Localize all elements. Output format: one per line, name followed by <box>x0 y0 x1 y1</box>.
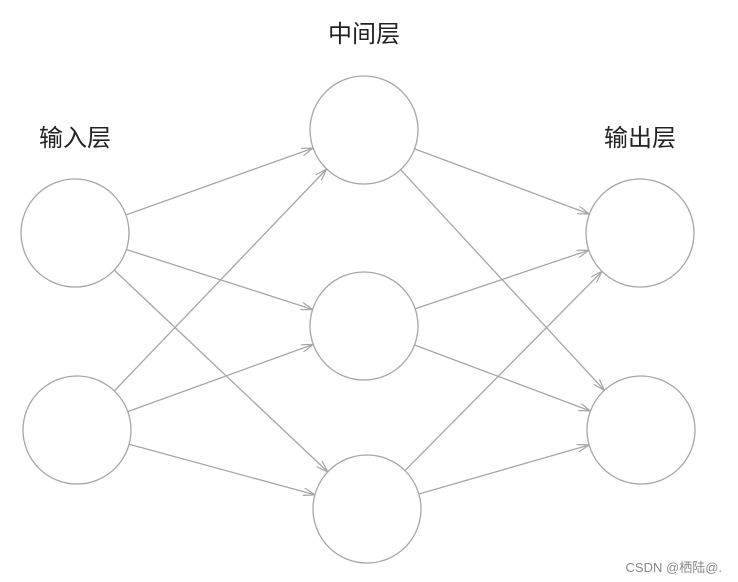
edge-hidden3-to-output2 <box>418 445 589 495</box>
input-layer-label: 输入层 <box>39 124 111 152</box>
output-layer-label: 输出层 <box>604 124 676 152</box>
edge-input2-to-hidden1 <box>113 169 326 392</box>
connections <box>113 148 604 495</box>
hidden-node-1 <box>309 75 419 185</box>
edge-hidden2-to-output1 <box>414 249 589 310</box>
watermark: CSDN @栖陆@. <box>626 560 722 575</box>
edge-input2-to-hidden2 <box>127 344 313 413</box>
neurons <box>20 75 696 564</box>
edge-input1-to-hidden1 <box>125 148 313 216</box>
output-node-1 <box>585 178 695 288</box>
hidden-layer-label: 中间层 <box>328 20 400 48</box>
edge-input2-to-hidden3 <box>128 443 315 495</box>
hidden-node-3 <box>312 454 422 564</box>
edge-input1-to-hidden3 <box>113 269 328 472</box>
input-node-1 <box>20 178 130 288</box>
input-node-2 <box>22 375 132 485</box>
edge-hidden3-to-output1 <box>404 271 602 472</box>
hidden-node-2 <box>309 271 419 381</box>
edge-hidden2-to-output2 <box>414 344 591 411</box>
edge-input1-to-hidden2 <box>126 248 312 310</box>
edge-hidden1-to-output1 <box>414 148 590 214</box>
output-node-2 <box>586 375 696 485</box>
